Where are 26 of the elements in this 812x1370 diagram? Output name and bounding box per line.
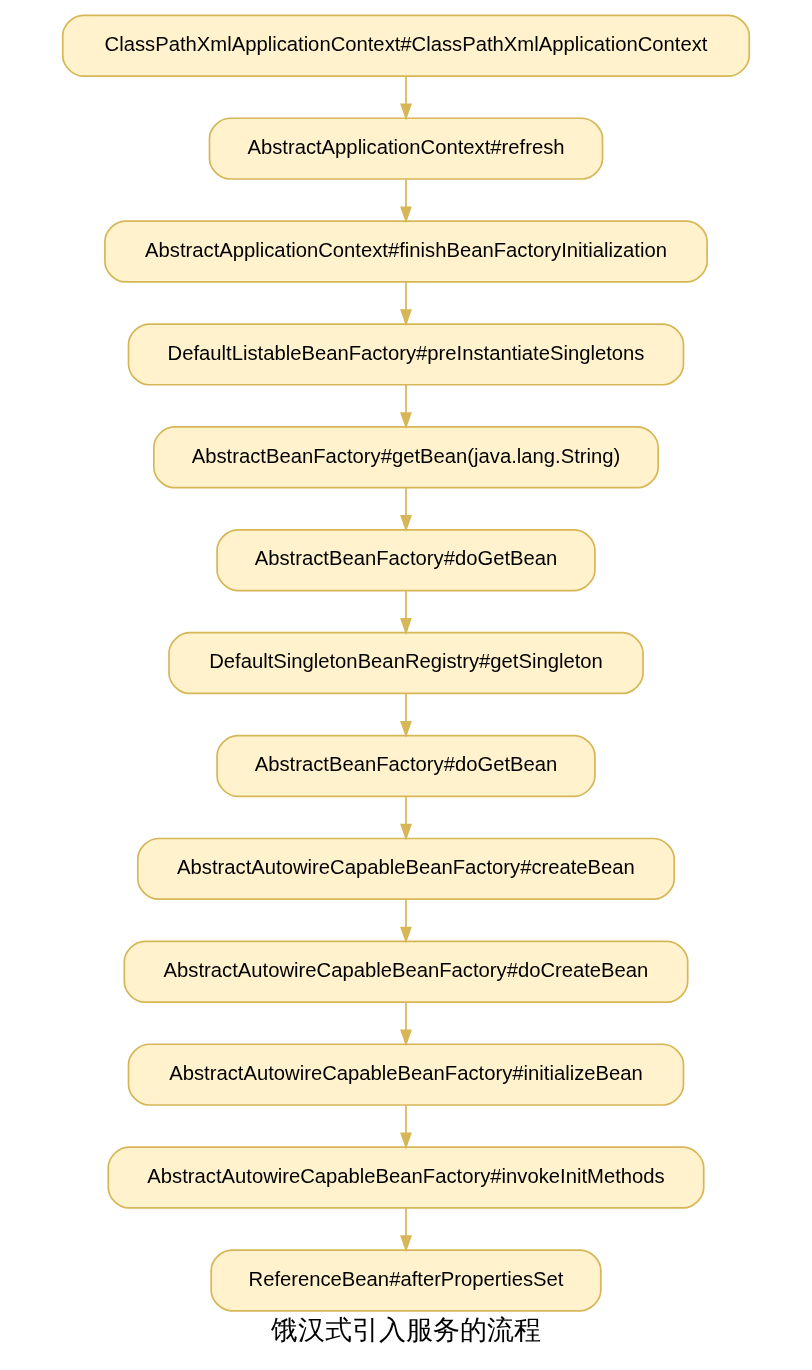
caption: 饿汉式引入服务的流程 (271, 1314, 541, 1346)
node-box: AbstractBeanFactory#doGetBean (216, 528, 596, 592)
arrow (400, 795, 412, 841)
node-box: AbstractAutowireCapableBeanFactory#initializeBean (127, 1043, 685, 1106)
node-box: AbstractAutowireCapableBeanFactory#createBean (136, 837, 676, 901)
node-box: ReferenceBean#afterPropertiesSet (210, 1249, 602, 1312)
node-box: AbstractApplicationContext#refresh (208, 117, 604, 180)
arrow (400, 75, 412, 121)
arrow (400, 486, 412, 532)
arrow (400, 692, 412, 738)
node-box: AbstractAutowireCapableBeanFactory#invokeInitMethods (107, 1146, 705, 1209)
arrow (400, 178, 412, 224)
node-box: AbstractBeanFactory#doGetBean (216, 734, 596, 798)
arrow (400, 1207, 412, 1253)
arrow (400, 589, 412, 635)
node-box: AbstractAutowireCapableBeanFactory#doCreateBean (123, 940, 689, 1003)
node-box: AbstractApplicationContext#finishBeanFactoryInitialization (104, 220, 708, 283)
node-box: DefaultListableBeanFactory#preInstantiateSingletons (127, 323, 685, 386)
arrow (400, 281, 412, 327)
arrow (400, 1001, 412, 1047)
node-box: AbstractBeanFactory#getBean(java.lang.String) (153, 426, 659, 489)
node-box: ClassPathXmlApplicationContext#ClassPathXmlApplicationContext (61, 14, 751, 77)
arrow (400, 898, 412, 944)
arrow (400, 384, 412, 430)
arrow (400, 1104, 412, 1150)
node-box: DefaultSingletonBeanRegistry#getSingleton (168, 631, 644, 695)
